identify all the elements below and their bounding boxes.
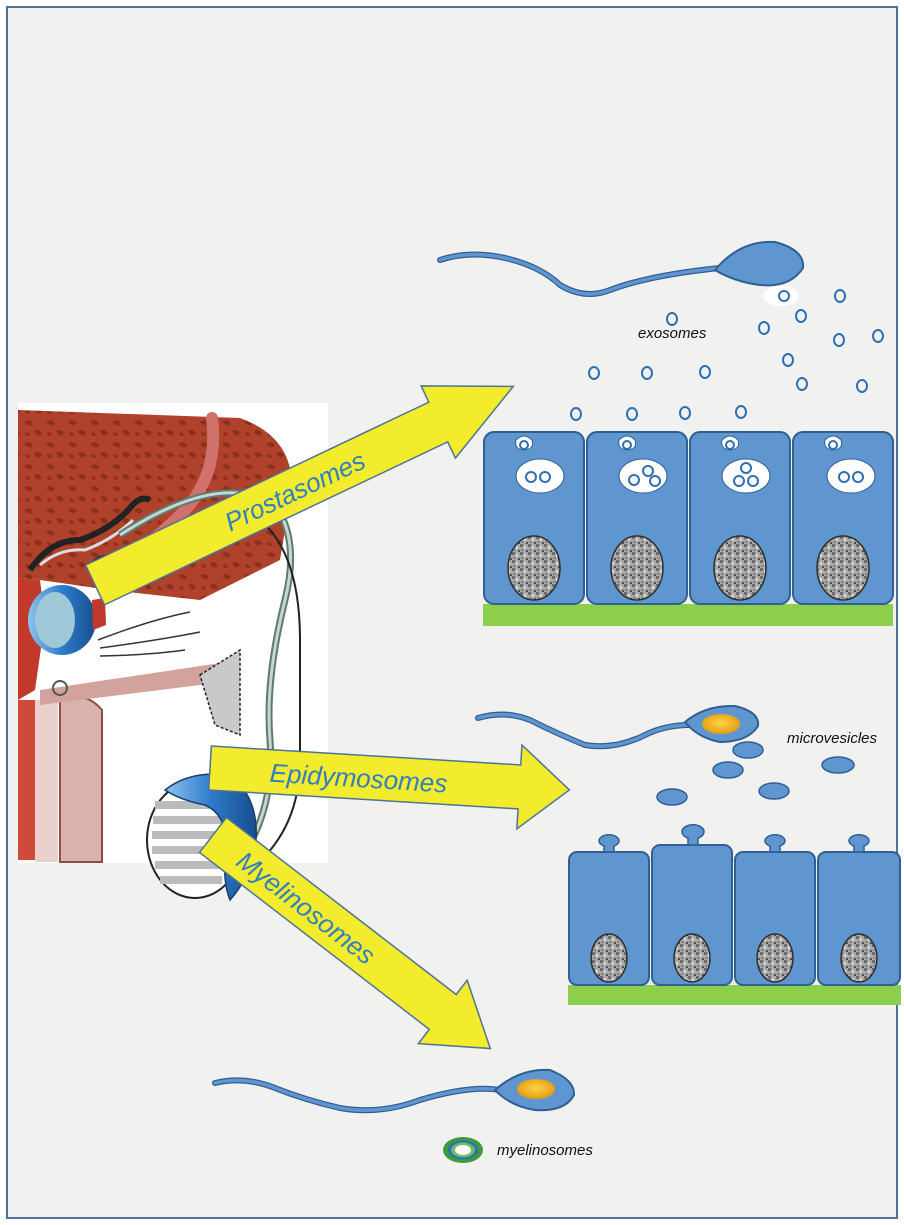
cell-nucleus — [817, 536, 869, 600]
multivesicular-body — [516, 459, 564, 493]
cell-nucleus — [508, 536, 560, 600]
cell-nucleus — [714, 536, 766, 600]
cell-nucleus — [591, 934, 627, 982]
multivesicular-body — [619, 459, 667, 493]
label-myelinosomes: myelinosomes — [497, 1142, 593, 1159]
cell-nucleus — [674, 934, 710, 982]
cell-nucleus — [611, 536, 663, 600]
sperm-head-cargo — [702, 714, 740, 734]
cell-nucleus — [841, 934, 877, 982]
multivesicular-body — [722, 459, 770, 493]
sperm-head-cargo — [517, 1079, 555, 1099]
myelinosome — [443, 1137, 483, 1163]
multivesicular-body — [827, 459, 875, 493]
label-microvesicles: microvesicles — [787, 730, 878, 747]
basement-membrane — [483, 604, 893, 626]
label-exosomes: exosomes — [638, 325, 707, 342]
basement-membrane — [568, 985, 901, 1005]
cell-nucleus — [757, 934, 793, 982]
penis-shaft — [60, 697, 102, 862]
